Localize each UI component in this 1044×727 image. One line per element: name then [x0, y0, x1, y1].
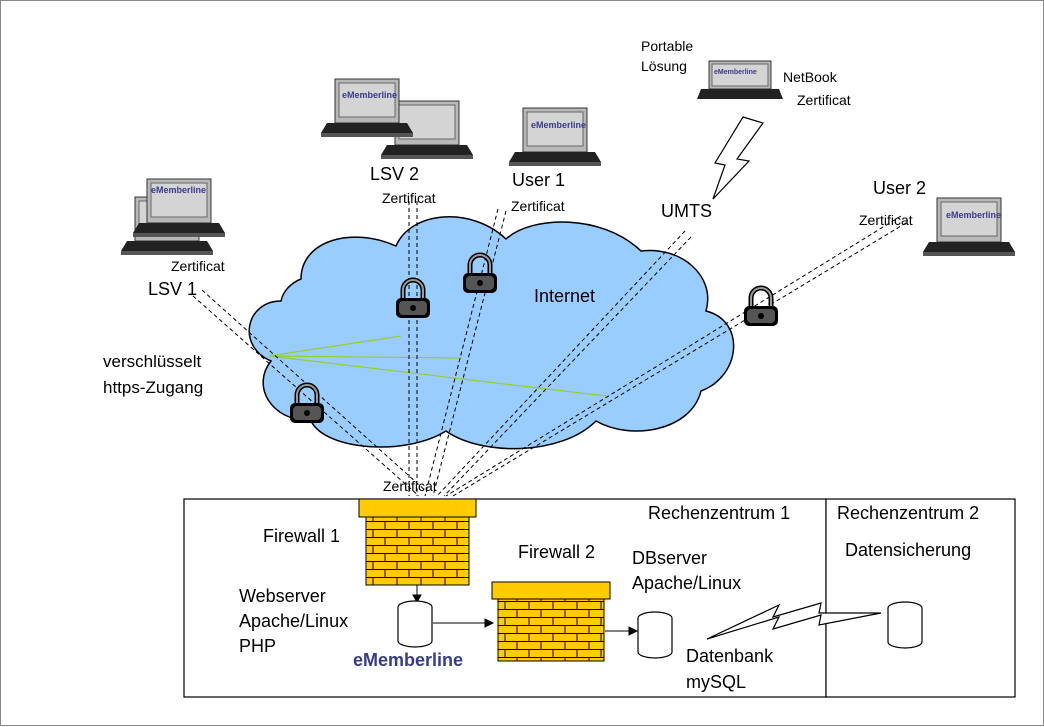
firewall-zertificat-label: Zertificat [383, 478, 437, 494]
php-label: PHP [239, 636, 277, 656]
lsv1-zertificat-label: Zertificat [171, 258, 225, 274]
dbserver-database-icon [637, 611, 673, 659]
portable-label: Portable [641, 38, 694, 54]
lsv2-zertificat-label: Zertificat [382, 190, 436, 206]
backup-database-icon [887, 601, 923, 649]
mysql-label: mySQL [686, 672, 747, 692]
laptop-screen-label: eMemberline [531, 120, 587, 130]
rechenzentrum1-label: Rechenzentrum 1 [648, 503, 791, 523]
padlock-icon [744, 288, 778, 326]
user1-label: User 1 [512, 170, 566, 190]
rechenzentrum2-box [825, 498, 1016, 698]
loesung-label: Lösung [641, 58, 687, 74]
user1-zertificat-label: Zertificat [511, 198, 565, 214]
laptop-screen-label: eMemberline [714, 69, 757, 76]
laptop-user2 [922, 197, 1016, 257]
backup-lightning-icon [706, 602, 882, 640]
laptop-screen-label: eMemberline [342, 90, 398, 100]
lsv2-label: LSV 2 [370, 164, 420, 184]
https-zugang-label: https-Zugang [103, 378, 204, 397]
firewall-2-icon [491, 581, 611, 662]
firewall1-label: Firewall 1 [263, 526, 341, 546]
laptop-screen-label: eMemberline [946, 210, 1002, 220]
webserver-database-icon [397, 600, 433, 648]
netbook-zertificat-label: Zertificat [797, 92, 851, 108]
user2-label: User 2 [873, 178, 927, 198]
rechenzentrum2-label: Rechenzentrum 2 [837, 503, 980, 523]
app-name-label: eMemberline [353, 650, 464, 670]
lsv1-label: LSV 1 [148, 279, 198, 299]
firewall-1-icon [358, 498, 477, 586]
firewall2-label: Firewall 2 [518, 542, 596, 562]
webserver-label: Webserver [239, 586, 326, 606]
webserver-os-label: Apache/Linux [239, 611, 349, 631]
datensicherung-label: Datensicherung [845, 540, 972, 560]
dbserver-os-label: Apache/Linux [632, 573, 742, 593]
internet-label: Internet [534, 286, 596, 306]
laptop-screen-label: eMemberline [151, 185, 207, 195]
datenbank-label: Datenbank [686, 646, 774, 666]
umts-lightning-icon [712, 116, 764, 200]
verschluesselt-label: verschlüsselt [103, 352, 202, 371]
laptop-user1 [508, 107, 602, 167]
laptop-netbook [697, 60, 783, 99]
laptop-lsv2 [320, 78, 414, 138]
netbook-label: NetBook [783, 69, 837, 85]
user2-zertificat-label: Zertificat [859, 212, 913, 228]
dbserver-label: DBserver [632, 548, 708, 568]
internet-cloud [248, 216, 735, 450]
umts-label: UMTS [661, 201, 712, 221]
